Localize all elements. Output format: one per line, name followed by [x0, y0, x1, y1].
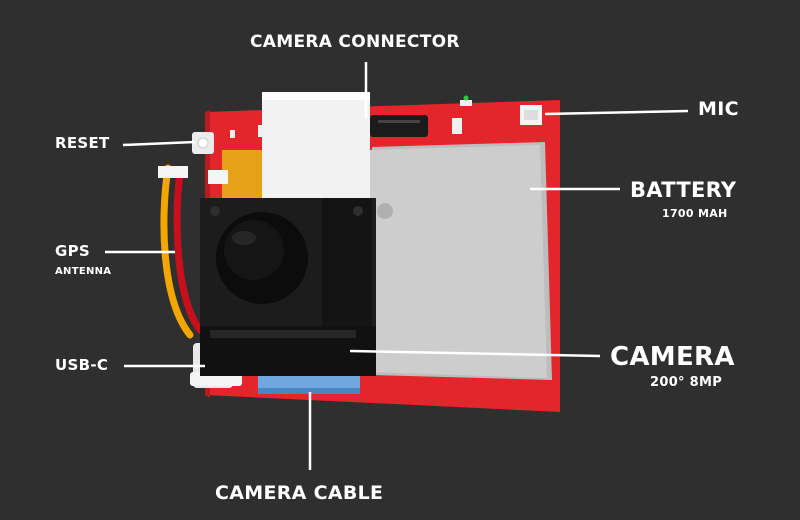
- mic-label: MIC: [698, 98, 739, 120]
- battery-capacity-label: 1700 MAH: [662, 207, 728, 220]
- camera-cable-label: CAMERA CABLE: [215, 482, 384, 504]
- smd-components: [230, 95, 472, 138]
- camera-label: CAMERA: [610, 342, 735, 372]
- battery-label: BATTERY: [630, 178, 737, 202]
- camera-cable-ribbon: [258, 372, 360, 394]
- battery: [368, 142, 552, 380]
- reset-button: [192, 132, 214, 154]
- gps-antenna-cable: [158, 164, 228, 339]
- leader-lines: [105, 62, 689, 470]
- camera-spec-label: 200° 8MP: [650, 375, 723, 390]
- mic-component: [520, 105, 542, 125]
- gps-label: GPS: [55, 242, 91, 260]
- gps-antenna-label: ANTENNA: [55, 266, 112, 277]
- reset-label: RESET: [55, 134, 110, 152]
- camera-connector-label: CAMERA CONNECTOR: [250, 32, 460, 52]
- usb-c-label: USB-C: [55, 356, 109, 374]
- camera-module: [200, 198, 393, 376]
- camera-connector: [262, 92, 428, 200]
